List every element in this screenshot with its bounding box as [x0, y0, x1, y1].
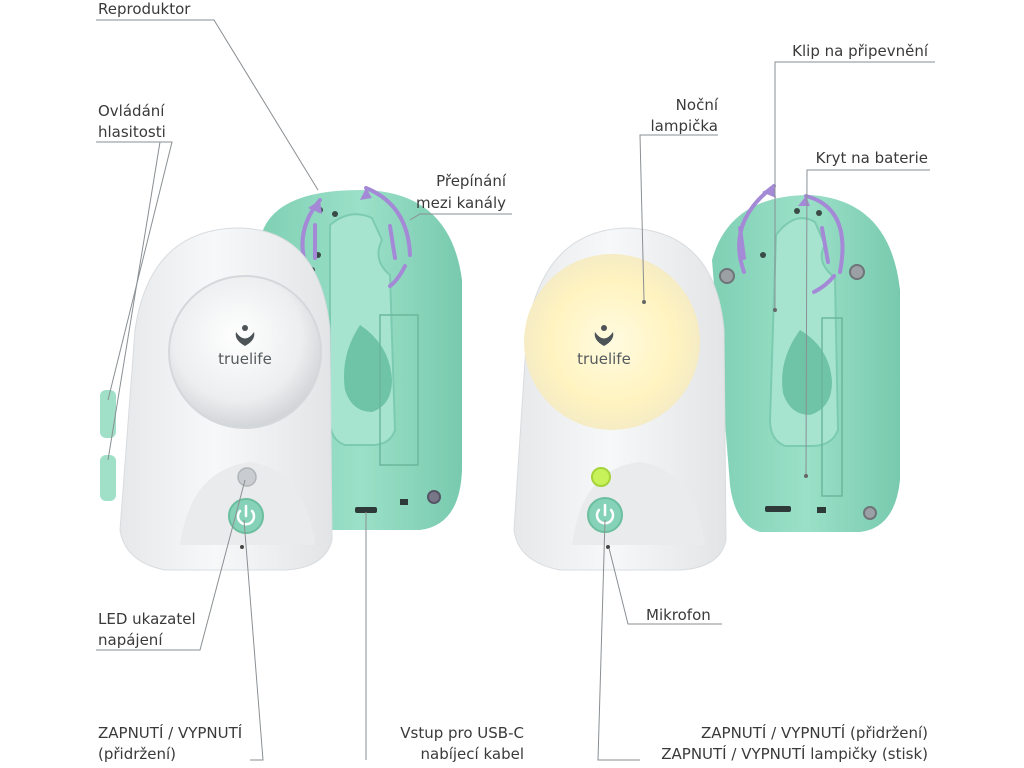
night-light-glow — [524, 254, 700, 430]
label-led-line1: LED ukazatel — [98, 610, 196, 629]
label-channel-line1: Přepínání — [436, 172, 506, 191]
label-clip: Klip na připevnění — [792, 42, 928, 61]
label-power-line2: (přidržení) — [98, 745, 176, 764]
label-nightlight-line1: Noční — [676, 96, 718, 115]
label-led-line2: napájení — [98, 631, 162, 650]
label-volume-line1: Ovládání — [98, 102, 164, 121]
label-power-line1: ZAPNUTÍ / VYPNUTÍ — [98, 724, 242, 743]
label-battery-cover: Kryt na baterie — [816, 149, 928, 168]
label-volume-line2: hlasitosti — [98, 123, 166, 142]
svg-text:truelife: truelife — [218, 350, 272, 368]
right-front-unit — [514, 228, 726, 570]
label-speaker: Reproduktor — [98, 0, 190, 19]
svg-text:truelife: truelife — [577, 350, 631, 368]
label-nightlight-line2: lampička — [650, 117, 718, 136]
label-channel-line2: mezi kanály — [416, 194, 506, 213]
label-power2-line2: ZAPNUTÍ / VYPNUTÍ lampičky (stisk) — [661, 745, 928, 764]
left-front-unit — [100, 228, 332, 570]
label-power2-line1: ZAPNUTÍ / VYPNUTÍ (přidržení) — [701, 724, 928, 743]
label-usb-line2: nabíjecí kabel — [421, 745, 525, 764]
label-usb-line1: Vstup pro USB-C — [400, 724, 524, 743]
label-microphone: Mikrofon — [646, 606, 711, 625]
